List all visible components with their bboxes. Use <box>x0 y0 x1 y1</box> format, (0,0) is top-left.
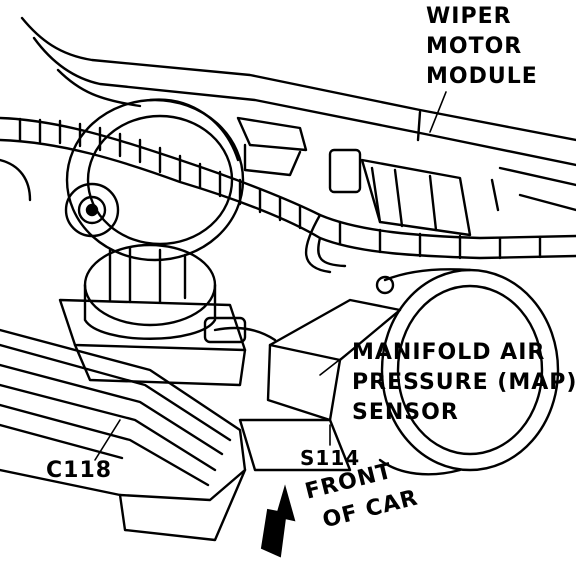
label-wiper-line1: WIPER <box>426 4 512 29</box>
wire-harness <box>0 116 576 274</box>
label-map-line2: PRESSURE (MAP) <box>352 370 576 395</box>
front-arrow-icon <box>260 484 296 558</box>
label-map-line3: SENSOR <box>352 400 459 425</box>
air-duct <box>378 268 560 476</box>
label-map-sensor: MANIFOLD AIR PRESSURE (MAP) SENSOR <box>352 338 576 428</box>
throttle-body <box>58 243 247 387</box>
label-map-line1: MANIFOLD AIR <box>352 340 546 365</box>
label-s114: S114 <box>300 446 361 470</box>
wiper-motor-module <box>236 116 472 237</box>
leader-lines <box>94 91 447 461</box>
label-c118: C118 <box>46 458 113 483</box>
valve-cover <box>0 328 247 542</box>
blower-motor <box>64 98 245 262</box>
cowl-panel <box>20 16 576 212</box>
label-wiper-line3: MODULE <box>426 64 538 89</box>
label-wiper-line2: MOTOR <box>426 34 523 59</box>
label-wiper-motor-module: WIPER MOTOR MODULE <box>426 2 538 92</box>
